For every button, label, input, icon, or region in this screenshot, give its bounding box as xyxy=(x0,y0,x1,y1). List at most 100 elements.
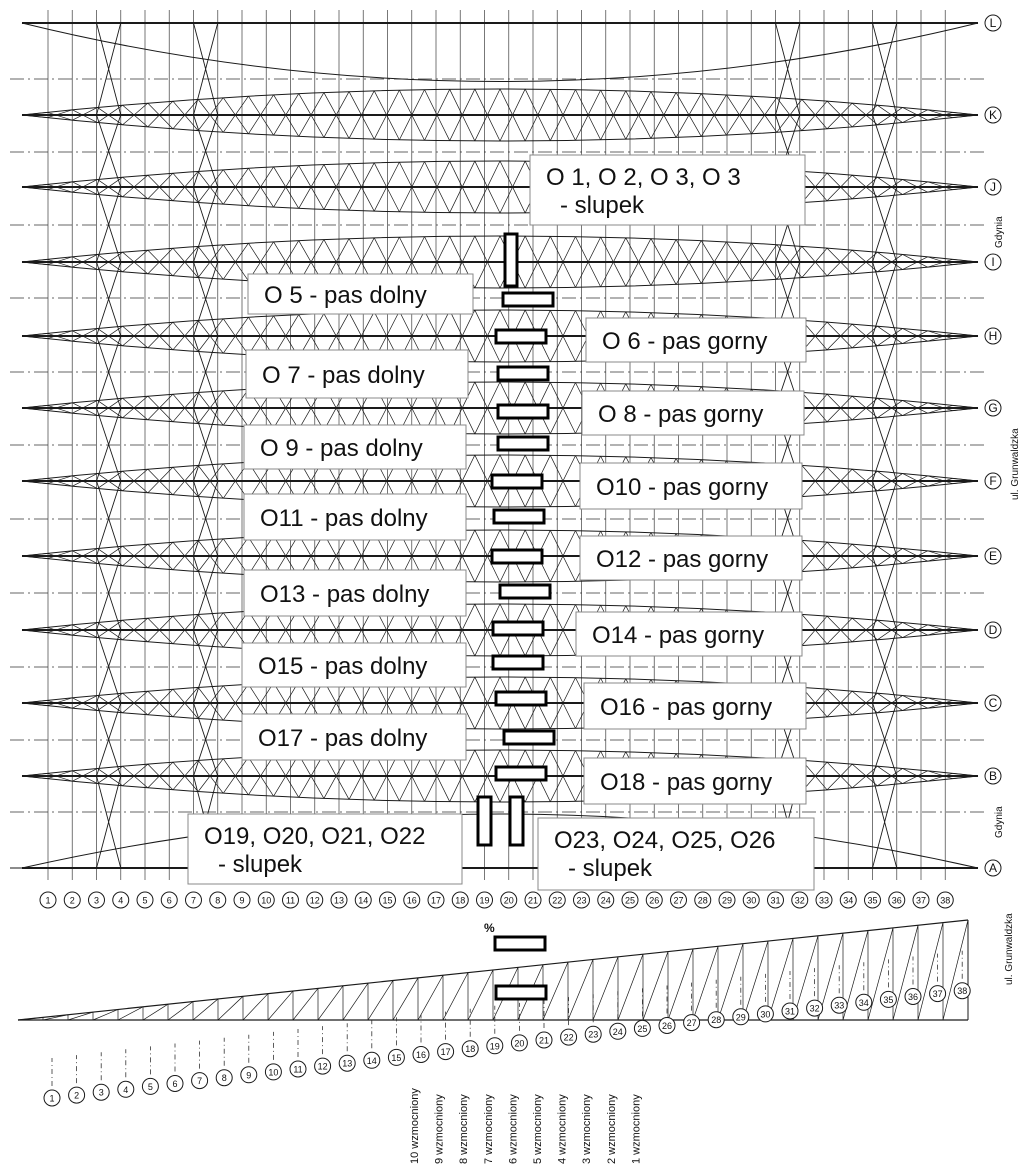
col-axis-circle xyxy=(451,891,469,909)
col-axis-number: 29 xyxy=(722,896,732,906)
callout-box xyxy=(245,349,469,399)
row-axis-h: H xyxy=(984,327,1002,345)
street-grunwaldzka-section: ul. Grunwaldzka xyxy=(1004,913,1015,985)
callout-text: O15 - pas dolny xyxy=(258,653,427,680)
col-axis-number: 26 xyxy=(649,896,659,906)
col-axis-circle xyxy=(548,891,566,909)
row-axis-b: B xyxy=(984,767,1002,785)
callout-box xyxy=(187,813,463,885)
row-axis-letter: I xyxy=(991,255,994,269)
section-axis-32: 32 xyxy=(806,968,824,1017)
row-axis-e: E xyxy=(984,547,1002,565)
section-axis-8: 8 xyxy=(215,1037,233,1087)
section-axis-14: 14 xyxy=(363,1020,381,1069)
section-axis-25: 25 xyxy=(633,988,651,1037)
col-axis-28: 28 xyxy=(694,891,712,909)
col-axis-circle xyxy=(670,891,687,909)
street-gdynia-bottom: Gdynia xyxy=(994,806,1005,838)
col-axis-38: 38 xyxy=(936,891,954,909)
section-axis-number: 23 xyxy=(588,1030,598,1040)
col-axis-number: 2 xyxy=(70,896,75,906)
callout-box xyxy=(581,390,805,436)
col-axis-21: 21 xyxy=(524,891,542,909)
col-axis-circle xyxy=(403,891,421,909)
callout-box xyxy=(241,713,467,761)
section-axis-number: 11 xyxy=(293,1065,302,1075)
callout-text: O19, O20, O21, O22 xyxy=(204,823,425,850)
edge-curve-l xyxy=(21,22,979,82)
reinforced-member-9 xyxy=(490,548,544,565)
col-axis-number: 24 xyxy=(601,896,611,906)
col-axis-circle xyxy=(888,891,906,909)
row-axis-l: L xyxy=(984,14,1002,32)
col-axis-number: 1 xyxy=(45,896,50,906)
col-axis-number: 17 xyxy=(431,896,441,906)
col-axis-circle xyxy=(742,891,760,909)
section-axis-circle xyxy=(141,1077,159,1095)
col-axis-24: 24 xyxy=(597,891,615,909)
callout-box xyxy=(247,273,474,315)
section-axis-number: 22 xyxy=(564,1033,574,1043)
callout-text: O 6 - pas gorny xyxy=(602,328,767,355)
bracing-bay-2 xyxy=(872,22,898,869)
col-axis-number: 28 xyxy=(698,896,708,906)
truss-web-I xyxy=(21,235,979,289)
section-axis-number: 37 xyxy=(933,989,943,999)
col-axis-19: 19 xyxy=(476,891,493,909)
col-axis-2: 2 xyxy=(63,891,81,909)
col-axis-circle xyxy=(88,891,105,909)
section-axis-35: 35 xyxy=(879,959,897,1008)
callout-text: O 7 - pas dolny xyxy=(262,362,425,389)
section-axis-18: 18 xyxy=(461,1008,479,1058)
edge-curve-a xyxy=(21,813,979,869)
section-axis-circle xyxy=(953,982,971,1000)
col-axis-17: 17 xyxy=(427,891,445,909)
col-axis-circle xyxy=(209,891,227,909)
reinforced-label-9: 2 wzmocniony xyxy=(606,1094,618,1164)
callout-text: O 8 - pas gorny xyxy=(598,401,763,428)
col-axis-25: 25 xyxy=(621,891,639,909)
callout-text: O16 - pas gorny xyxy=(600,694,772,721)
section-axis-circle xyxy=(830,996,848,1014)
col-axis-number: 12 xyxy=(310,896,320,906)
col-axis-number: 27 xyxy=(673,896,683,906)
callout-text: - slupek xyxy=(218,851,303,878)
col-axis-circle xyxy=(936,891,954,909)
callout-o23: O23, O24, O25, O26- slupek xyxy=(537,817,815,891)
col-axis-10: 10 xyxy=(257,891,275,909)
row-axis-circle xyxy=(984,178,1002,196)
reinforced-member-7 xyxy=(490,473,544,490)
street-gdynia-top: Gdynia xyxy=(994,216,1005,248)
truss-upper-curve-I xyxy=(21,235,979,263)
callout-o18: O18 - pas gorny xyxy=(583,757,807,805)
section-axis-36: 36 xyxy=(904,956,922,1005)
reinforced-member-3 xyxy=(494,328,548,345)
row-axis-circle xyxy=(984,694,1002,712)
section-axis-number: 12 xyxy=(318,1062,328,1072)
section-axis-37: 37 xyxy=(929,953,947,1003)
col-axis-circle xyxy=(112,891,130,909)
row-axis-letter: H xyxy=(989,329,998,343)
row-axis-circle xyxy=(984,767,1002,785)
section-axis-circle xyxy=(486,1037,504,1055)
section-axis-number: 5 xyxy=(148,1082,153,1092)
row-axis-i: I xyxy=(984,253,1002,271)
callout-o16: O16 - pas gorny xyxy=(583,682,807,730)
section-axis-4: 4 xyxy=(117,1049,135,1098)
section-axis-circle xyxy=(43,1089,61,1107)
section-axis-number: 17 xyxy=(441,1047,451,1057)
section-axis-26: 26 xyxy=(658,985,676,1034)
section-axis-24: 24 xyxy=(609,991,627,1040)
section-axis-number: 24 xyxy=(613,1027,623,1037)
section-axis-circle xyxy=(461,1040,479,1058)
reinforced-member-6 xyxy=(496,435,550,452)
section-axis-7: 7 xyxy=(191,1040,209,1090)
section-axis-number: 29 xyxy=(736,1012,746,1022)
section-axis-circle xyxy=(387,1048,405,1066)
row-axis-f: F xyxy=(984,472,1002,490)
callout-text: O23, O24, O25, O26 xyxy=(554,827,775,854)
callout-text: O 1, O 2, O 3, O 3 xyxy=(546,164,741,191)
col-axis-37: 37 xyxy=(912,891,930,909)
row-axis-letter: A xyxy=(989,861,997,875)
section-axis-circle xyxy=(264,1063,282,1081)
